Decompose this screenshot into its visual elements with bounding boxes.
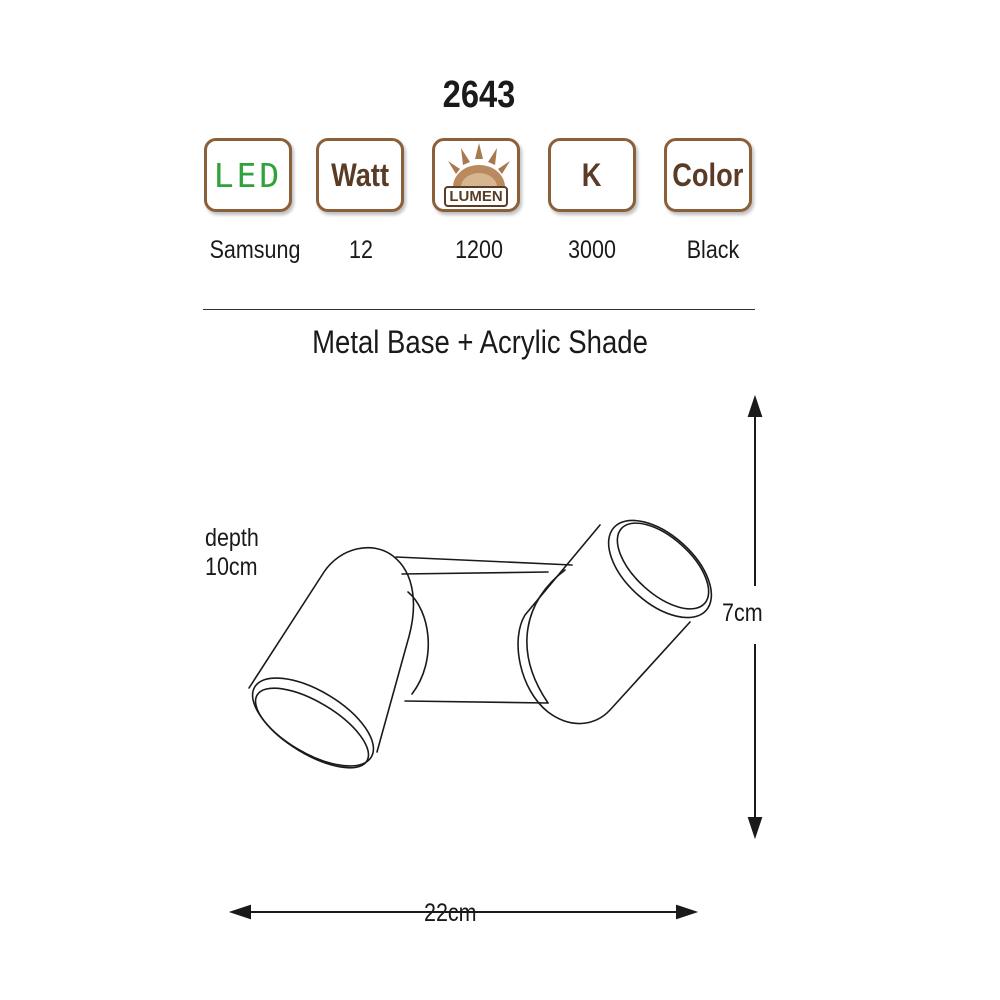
left-spot-joint — [407, 591, 430, 695]
left-spotlight — [248, 547, 415, 753]
width-dimension-arrow — [228, 904, 699, 920]
material-description: Metal Base + Acrylic Shade — [312, 324, 648, 360]
lumen-sun-icon — [448, 143, 510, 187]
width-dimension: 22cm — [424, 899, 477, 927]
color-value: Black — [686, 236, 740, 264]
divider-line — [203, 309, 755, 310]
depth-label: depth — [205, 524, 259, 552]
right-spotlight — [517, 524, 691, 725]
led-label: LED — [213, 155, 283, 195]
lumen-icon: LUMEN — [432, 138, 520, 212]
watt-icon: Watt — [316, 138, 404, 212]
led-value: Samsung — [209, 236, 301, 264]
kelvin-value: 3000 — [568, 236, 616, 264]
depth-dimension: depth 10cm — [205, 524, 259, 582]
watt-value: 12 — [349, 236, 373, 264]
kelvin-label: K — [582, 156, 602, 193]
height-dimension-arrow — [747, 394, 763, 840]
base-bar — [395, 556, 573, 566]
height-dimension: 7cm — [722, 599, 763, 628]
model-number: 2643 — [442, 74, 516, 116]
lumen-value: 1200 — [455, 236, 503, 264]
color-label: Color — [672, 156, 744, 193]
depth-value: 10cm — [205, 553, 258, 581]
led-icon: LED — [204, 138, 292, 212]
watt-label: Watt — [331, 156, 389, 193]
color-icon: Color — [664, 138, 752, 212]
kelvin-icon: K — [548, 138, 636, 212]
lumen-label: LUMEN — [444, 186, 508, 207]
